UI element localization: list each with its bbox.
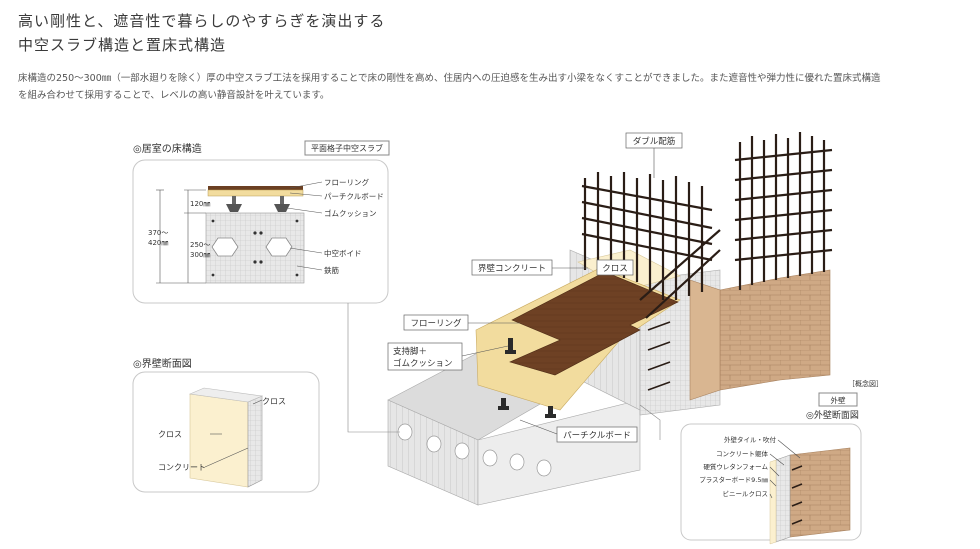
label-rubber-cushion: ゴムクッション <box>324 208 377 218</box>
callout-support: 支持脚＋ ゴムクッション <box>387 342 509 371</box>
wall-cross-face <box>189 393 249 488</box>
label-cross: クロス <box>602 264 628 274</box>
support-feet <box>498 338 556 418</box>
floor-panel-tag-frame <box>304 140 390 156</box>
page-heading-line2: 中空スラブ構造と置床式構造 <box>18 36 227 54</box>
panel-leaders <box>347 303 661 440</box>
mini-particle-board <box>207 189 304 197</box>
callout-party-wall: 界壁コンクリート <box>471 259 588 276</box>
callout-particle: パーチクルボード <box>519 419 638 443</box>
outer-layer-2: 硬質ウレタンフォーム <box>703 462 768 471</box>
intro-line1: 床構造の250〜300㎜（一部水廻りを除く）厚の中空スラブ工法を採用することで床… <box>18 73 881 84</box>
label-particle-board: パーチクルボード <box>324 192 384 201</box>
outer-wall-panel: ［概念図］ 外壁 ◎外壁断面図 外壁タイル・吹付 コンクリート躯体 硬質ウレタン… <box>680 379 883 545</box>
wall-panel-leaders <box>204 399 263 468</box>
wall-label-cross-top: クロス <box>262 397 286 406</box>
outer-rebar <box>791 465 803 525</box>
callout-cross: クロス <box>596 259 634 276</box>
floor-panel-leaders <box>286 181 323 271</box>
slab-voids <box>397 423 552 477</box>
outer-panel-title: ◎外壁断面図 <box>806 409 859 421</box>
floor-panel-title: ◎居室の床構造 <box>133 142 202 155</box>
outer-layer-1: コンクリート躯体 <box>716 449 769 458</box>
floor-panel-tag: 平面格子中空スラブ <box>311 143 383 153</box>
label-particle-main: パーチクルボード <box>563 431 631 441</box>
label-flooring-main: フローリング <box>410 318 462 329</box>
outer-tag-frame <box>818 392 858 407</box>
wall-section-panel: ◎界壁断面図 クロス クロス コンクリート <box>132 357 320 493</box>
outer-brick-face <box>789 447 851 538</box>
wall-face-bars <box>647 321 671 391</box>
callout-flooring: フローリング <box>403 314 520 331</box>
slab-front <box>477 399 641 506</box>
outer-layer-3: プラスターボード9.5㎜ <box>699 475 768 484</box>
outer-layer-0: 外壁タイル・吹付 <box>724 435 777 444</box>
outer-leaders <box>769 439 801 499</box>
outer-layer-4: ビニールクロス <box>723 489 769 498</box>
dimension-lines <box>156 189 206 284</box>
label-support-b: ゴムクッション <box>393 358 453 369</box>
mini-support-feet <box>226 196 290 212</box>
label-flooring: フローリング <box>324 177 369 187</box>
party-wall-rebar <box>581 172 721 319</box>
label-party-wall: 界壁コンクリート <box>478 263 546 274</box>
page-heading-line1: 高い剛性と、遮音性で暮らしのやすらぎを演出する <box>18 12 386 30</box>
label-support-a: 支持脚＋ <box>393 346 427 357</box>
main-illustration: ダブル配筋 界壁コンクリート クロス フローリング 支持脚＋ ゴムクッション パ… <box>347 132 833 506</box>
brick-column <box>719 269 831 391</box>
wall-label-cross-left: クロス <box>158 430 182 439</box>
wall-panel-title: ◎界壁断面図 <box>133 357 192 370</box>
dim-120: 120㎜ <box>190 200 210 208</box>
mini-hollow-voids <box>211 237 293 257</box>
outer-plaster <box>769 459 777 545</box>
outer-concept-label: ［概念図］ <box>848 379 883 388</box>
column-rebar <box>734 132 833 290</box>
dim-250: 250〜 <box>190 241 210 249</box>
flooring-layer <box>509 271 679 376</box>
callout-double-rebar: ダブル配筋 <box>625 132 683 178</box>
floor-structure-panel: ◎居室の床構造 平面格子中空スラブ <box>132 140 390 304</box>
mini-flooring <box>208 186 303 190</box>
outer-tag: 外壁 <box>831 395 846 405</box>
label-double-rebar: ダブル配筋 <box>633 136 676 147</box>
label-hollow-void: 中空ボイド <box>324 248 362 258</box>
wall-concrete-side <box>247 395 263 488</box>
brick-column-side <box>689 279 721 401</box>
wall-top <box>188 387 264 403</box>
wall-label-concrete: コンクリート <box>158 463 206 472</box>
dim-420: 420㎜ <box>148 239 168 247</box>
intro-line2: を組み合わせて採用することで、レベルの高い静音設計を叶えています。 <box>18 90 330 101</box>
outer-concrete-edge <box>775 454 791 543</box>
mini-rebar-dots <box>211 219 299 277</box>
label-rebar: 鉄筋 <box>324 265 339 275</box>
dim-370: 370〜 <box>148 229 168 237</box>
dim-300: 300㎜ <box>190 251 210 259</box>
